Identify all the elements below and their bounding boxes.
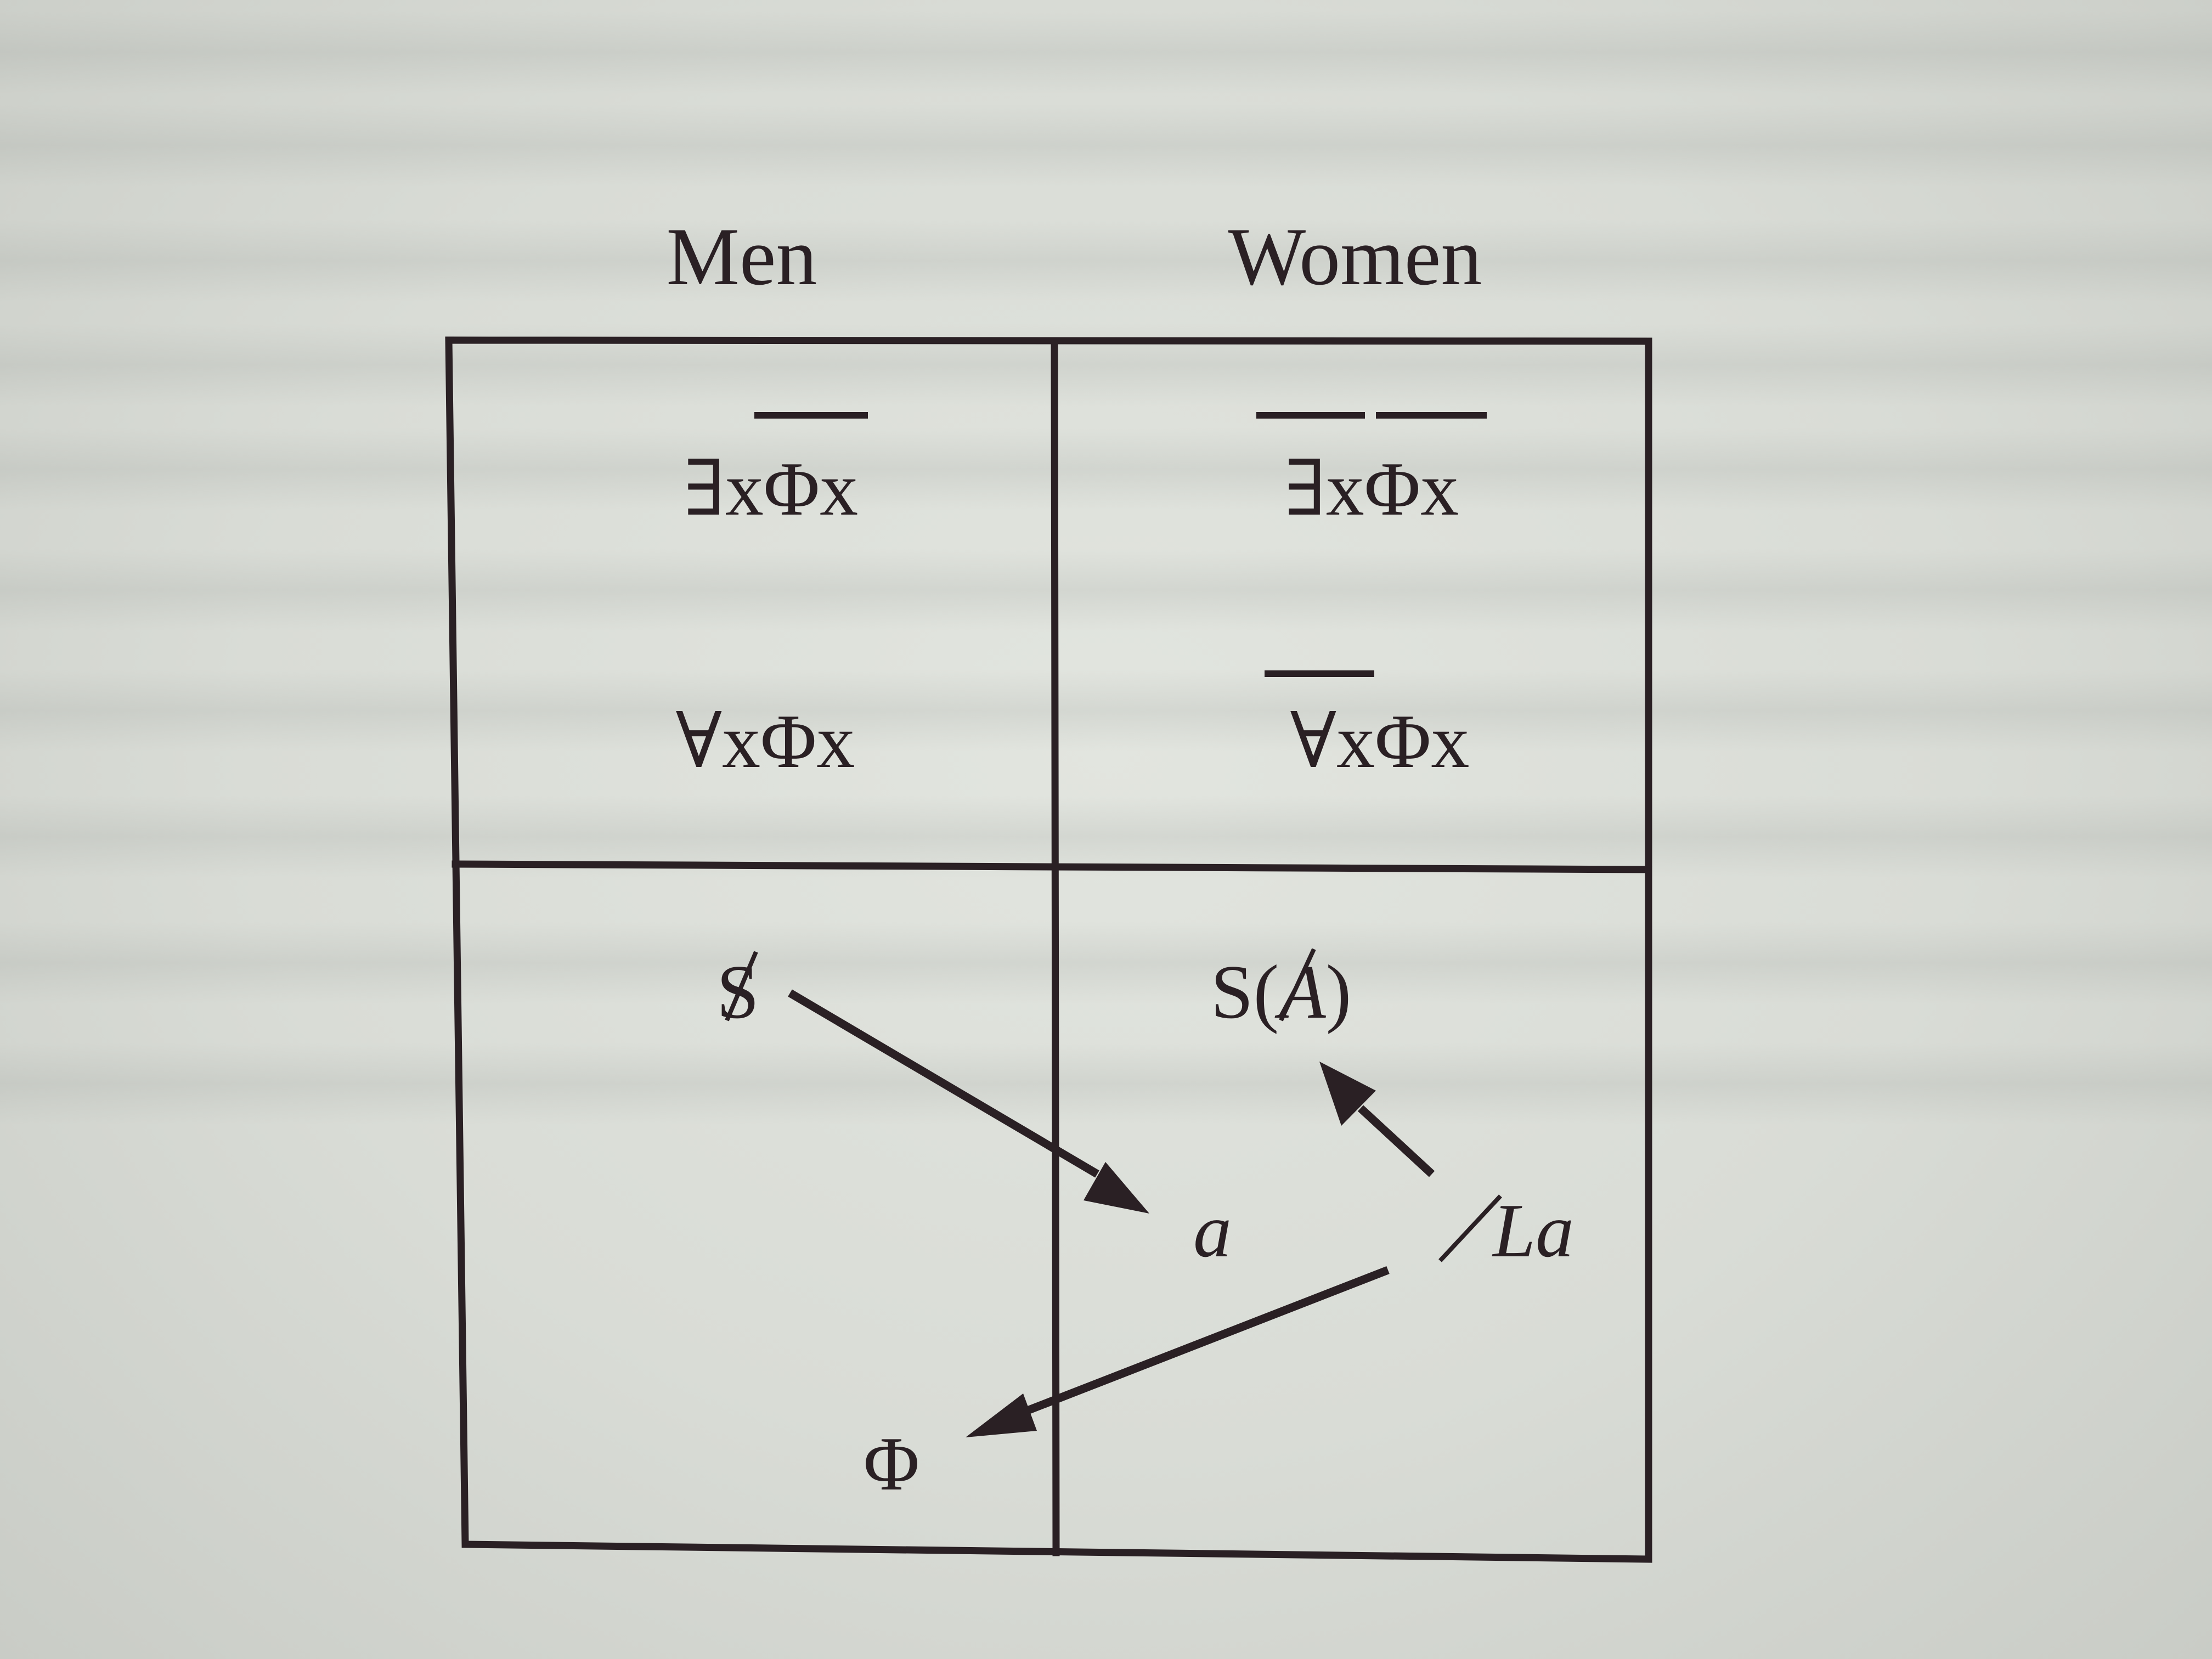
grid-vertical-divider xyxy=(1051,337,1060,1556)
bleed-through-line xyxy=(0,1042,2212,1125)
men-forall-formula: ∀xΦx xyxy=(676,699,855,784)
subject-bar xyxy=(725,951,758,1022)
women-formulas: ∃xΦx ∀xΦx xyxy=(1256,412,1487,784)
arrow-shaft xyxy=(1016,1266,1390,1418)
la-bar xyxy=(1438,1194,1502,1262)
signifier-of-barred-other: S(A) xyxy=(1211,950,1352,1035)
arrow-la-to-phallus xyxy=(966,1266,1390,1437)
bleed-through-line xyxy=(0,549,2212,631)
arrow-head xyxy=(1319,1062,1376,1126)
arrow-head xyxy=(1084,1162,1149,1214)
grid-horizontal-divider xyxy=(452,860,1652,873)
barred-la: La xyxy=(1492,1188,1574,1273)
men-lower-quadrant: S Φ xyxy=(716,950,919,1506)
object-a: a xyxy=(1193,1188,1232,1273)
women-exists-formula: ∃xΦx xyxy=(1284,447,1459,532)
arrow-head xyxy=(966,1393,1037,1437)
women-forall-formula: ∀xΦx xyxy=(1290,699,1470,784)
men-formulas: ∃xΦx ∀xΦx xyxy=(676,412,868,784)
barred-other-letter: A xyxy=(1274,950,1326,1035)
bleed-through-line xyxy=(0,11,2212,93)
bleed-through-line xyxy=(0,922,2212,1004)
bleed-through-line xyxy=(0,219,2212,302)
arrow-shaft xyxy=(788,989,1099,1178)
men-header: Men xyxy=(667,211,817,302)
signifier-suffix: ) xyxy=(1326,950,1352,1035)
arrow-subject-to-a xyxy=(788,989,1149,1214)
other-bar xyxy=(1279,948,1316,1022)
women-lower-quadrant: S(A) a La xyxy=(1193,948,1574,1273)
grid-outer-border xyxy=(445,336,1652,1563)
sexuation-grid xyxy=(445,336,1652,1563)
phallus-symbol: Φ xyxy=(864,1421,919,1506)
arrow-shaft xyxy=(1357,1105,1435,1177)
bleed-through-line xyxy=(0,104,2212,187)
barred-la-l: L xyxy=(1492,1188,1536,1273)
women-header: Women xyxy=(1228,211,1482,302)
bleed-through-line xyxy=(0,669,2212,752)
men-exists-formula: ∃xΦx xyxy=(684,447,858,532)
signifier-prefix: S( xyxy=(1211,950,1279,1035)
barred-la-a: a xyxy=(1536,1188,1574,1273)
arrow-la-to-barred-other xyxy=(1319,1062,1435,1177)
bleed-through-line xyxy=(0,428,2212,510)
